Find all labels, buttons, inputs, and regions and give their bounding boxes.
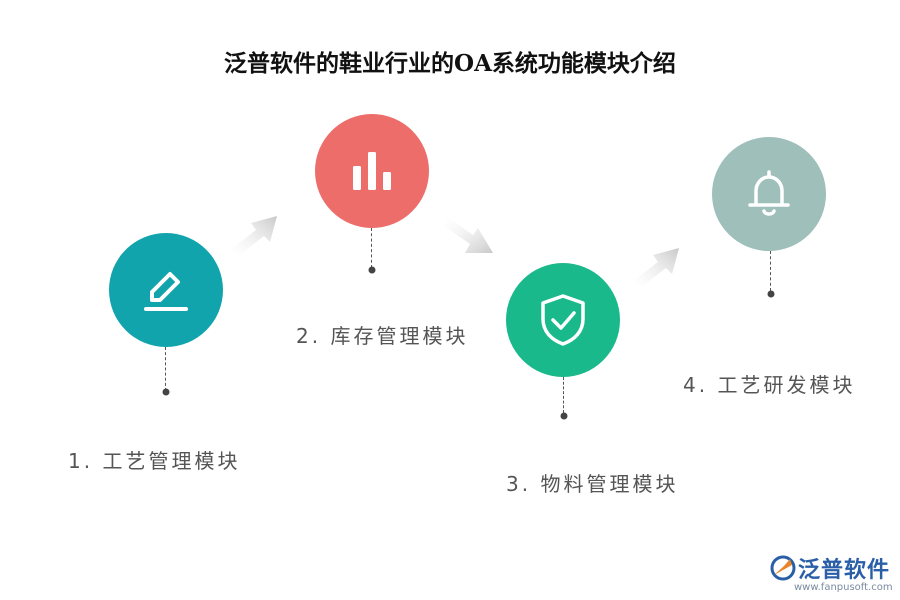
step-2-circle — [315, 114, 429, 228]
step-1-dot — [162, 388, 170, 396]
step-1-label: 1. 工艺管理模块 — [68, 449, 241, 473]
step-1-connector — [165, 347, 166, 391]
bell-icon — [748, 170, 790, 216]
fanpu-logo-icon — [770, 555, 796, 581]
step-3-label: 3. 物料管理模块 — [506, 472, 679, 496]
shield-check-icon — [541, 294, 585, 346]
step-4-connector — [770, 251, 771, 291]
arrow-3-icon — [632, 248, 679, 288]
pencil-edit-icon — [144, 272, 188, 311]
step-3-connector — [563, 377, 564, 413]
page-title: 泛普软件的鞋业行业的OA系统功能模块介绍 — [224, 50, 676, 77]
brand-logo: 泛普软件 — [770, 552, 890, 584]
brand-url: www.fanpusoft.com — [794, 582, 893, 593]
step-4-dot — [767, 290, 775, 298]
step-2-dot — [368, 266, 376, 274]
bar-chart-icon — [353, 152, 391, 190]
step-3-circle — [506, 263, 620, 377]
step-1-circle — [109, 233, 223, 347]
arrow-2-icon — [444, 217, 493, 253]
step-3-dot — [560, 412, 568, 420]
step-4-label: 4. 工艺研发模块 — [683, 373, 856, 397]
brand-name: 泛普软件 — [798, 558, 891, 583]
step-2-label: 2. 库存管理模块 — [296, 324, 469, 348]
step-2-connector — [371, 228, 372, 268]
arrow-1-icon — [230, 216, 277, 256]
step-4-circle — [712, 137, 826, 251]
